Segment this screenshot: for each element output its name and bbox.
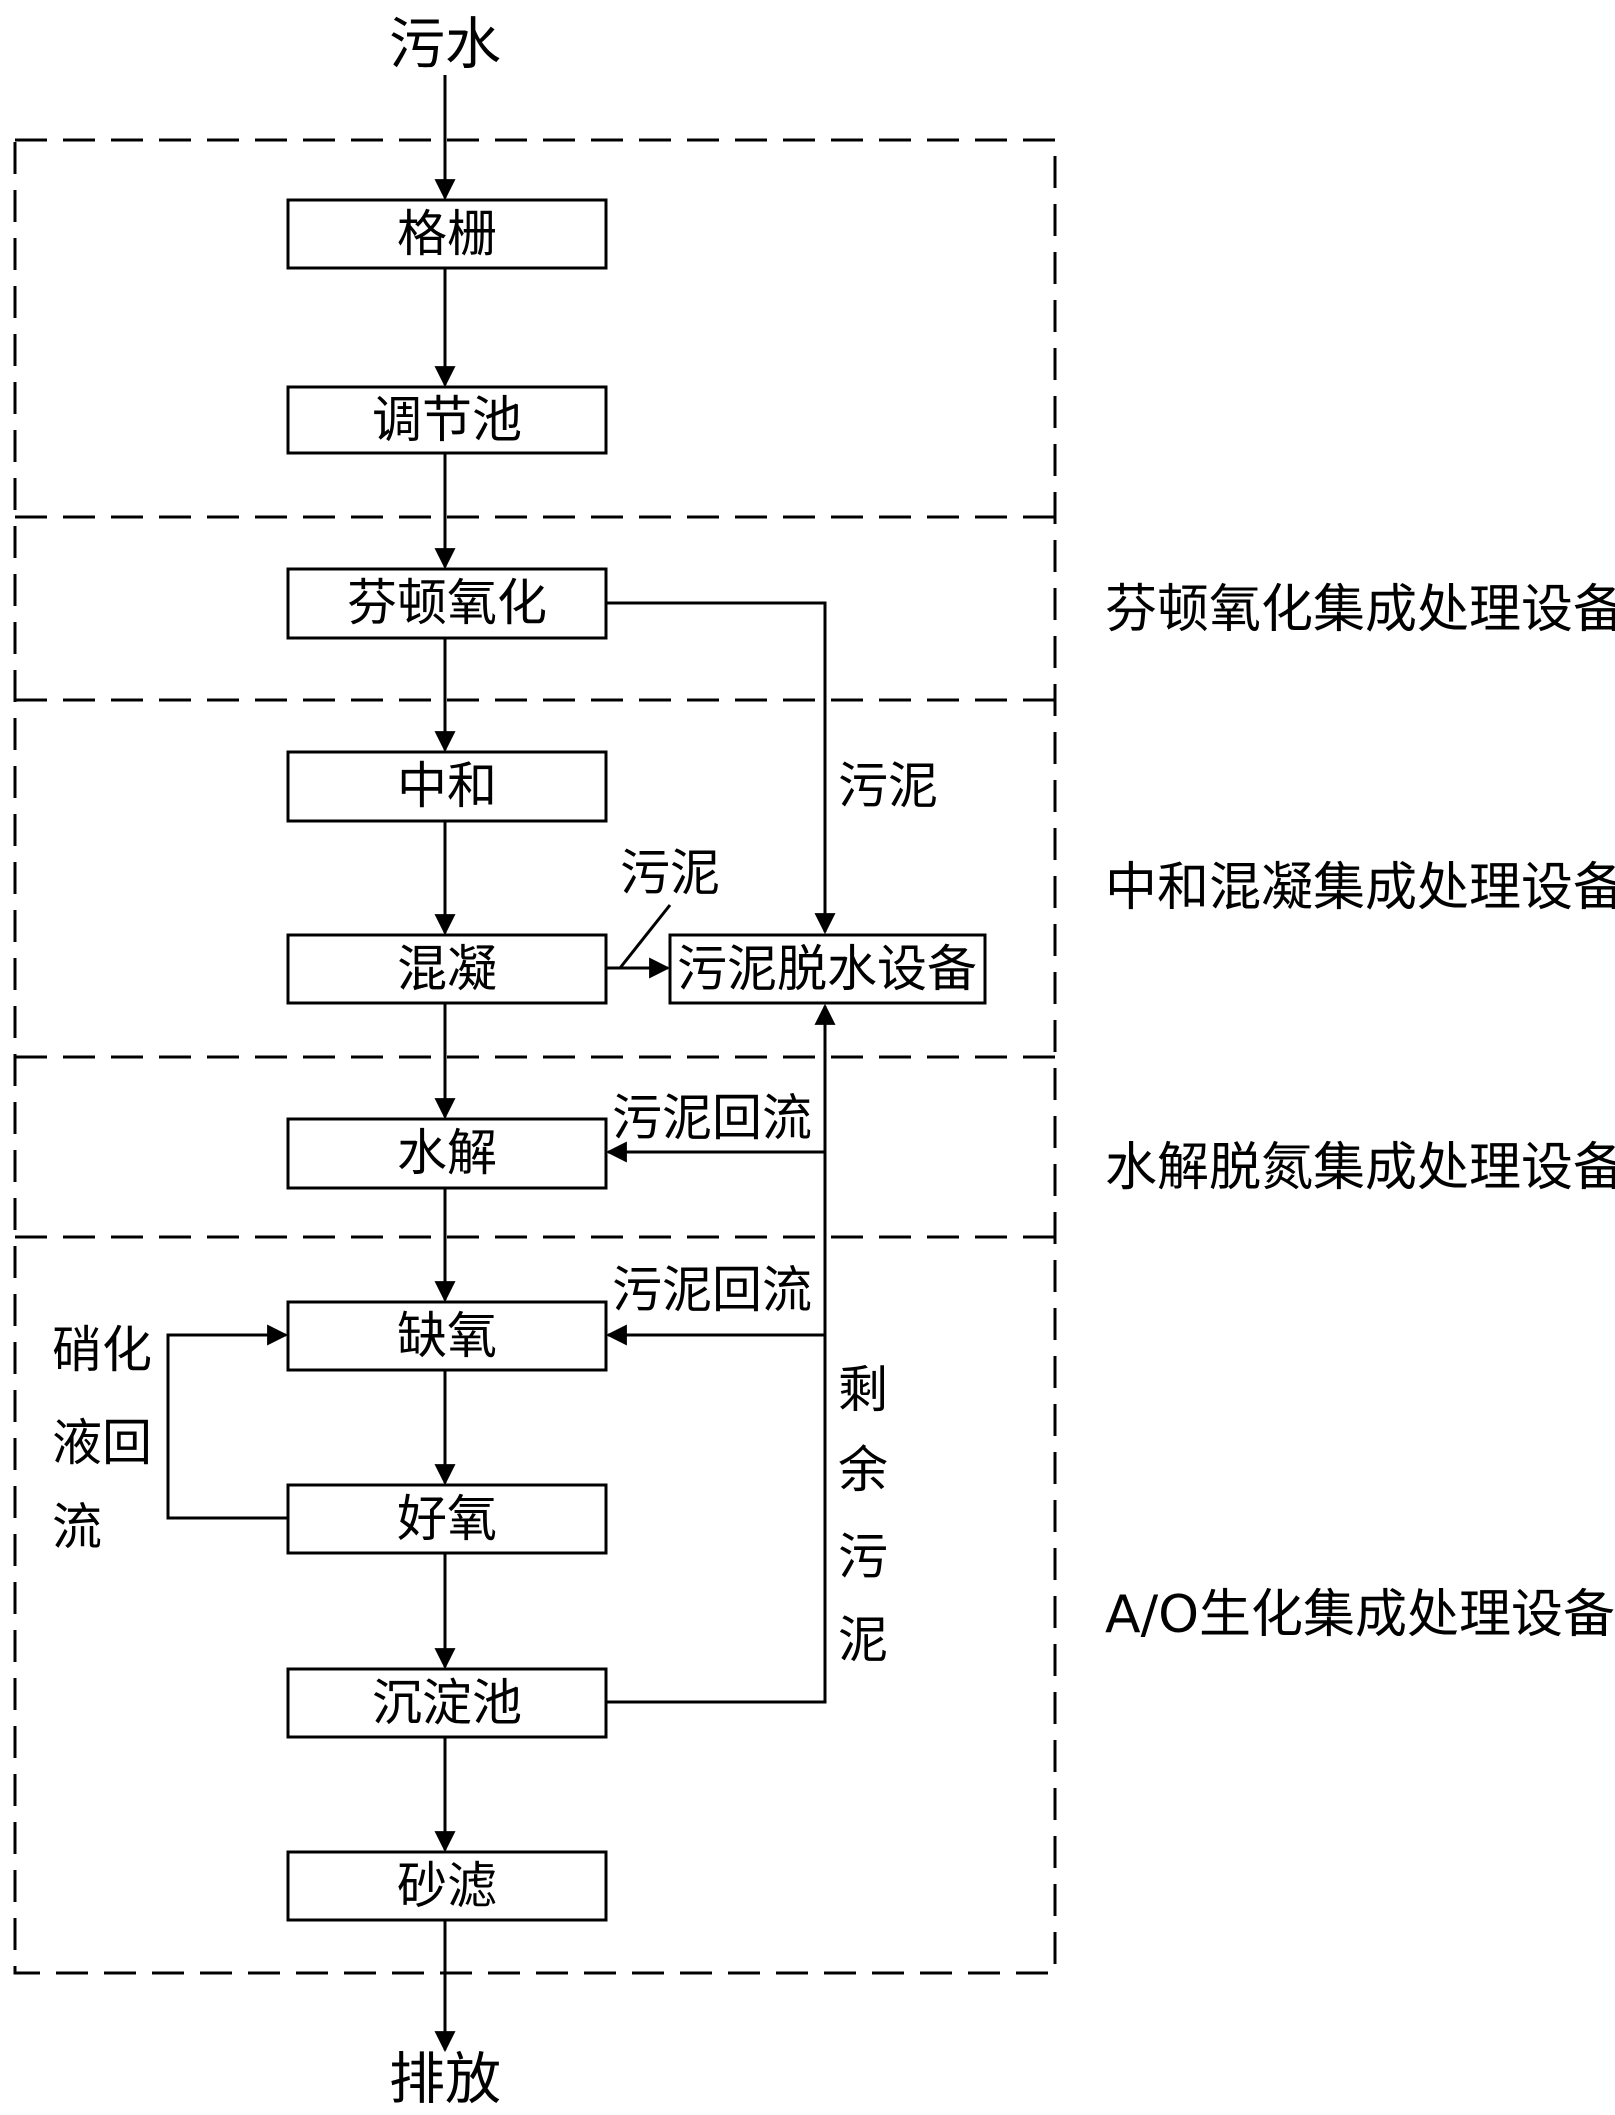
process-box-sand-filter: 砂滤	[286, 1850, 608, 1922]
connector-fenton-sludge	[606, 601, 836, 935]
box-label-dewatering: 污泥脱水设备	[677, 940, 977, 998]
box-label-neutralization: 中和	[397, 757, 497, 815]
nitrate-return-line-2: 液回	[52, 1414, 152, 1472]
box-label-aerobic: 好氧	[397, 1490, 497, 1548]
connector-excess-sludge	[606, 1003, 836, 1704]
box-label-fenton: 芬顿氧化	[347, 574, 547, 632]
process-box-anoxic: 缺氧	[286, 1300, 608, 1372]
section-label-ao: A/O生化集成处理设备	[1105, 1585, 1615, 1645]
output-label: 排放	[389, 2048, 501, 2113]
box-label-sand-filter: 砂滤	[397, 1857, 497, 1915]
process-box-fenton: 芬顿氧化	[286, 567, 608, 640]
section-label-neutral-coag: 中和混凝集成处理设备	[1105, 858, 1615, 918]
excess-sludge-char-3: 污	[838, 1528, 888, 1586]
box-label-coagulation: 混凝	[397, 940, 497, 998]
process-box-regulating-tank: 调节池	[286, 385, 608, 455]
frame-outer	[13, 138, 1057, 1975]
process-box-hydrolysis: 水解	[286, 1117, 608, 1190]
side-flow-connectors	[166, 601, 836, 1704]
input-label: 污水	[389, 13, 501, 78]
process-box-grille: 格栅	[286, 198, 608, 270]
flow-label-return-hydrolysis: 污泥回流	[612, 1089, 812, 1147]
process-box-aerobic: 好氧	[286, 1483, 608, 1555]
box-label-anoxic: 缺氧	[397, 1307, 497, 1365]
excess-sludge-char-2: 余	[838, 1441, 888, 1499]
nitrate-return-line-3: 流	[52, 1498, 102, 1556]
flow-label-sludge-fenton: 污泥	[838, 757, 938, 815]
flow-label-return-anoxic: 污泥回流	[612, 1261, 812, 1319]
excess-sludge-char-1: 剩	[838, 1361, 888, 1419]
box-label-regulating-tank: 调节池	[372, 391, 522, 449]
section-frames	[13, 138, 1057, 1975]
section-label-hydrolysis: 水解脱氮集成处理设备	[1105, 1138, 1615, 1198]
process-box-neutralization: 中和	[286, 750, 608, 823]
flow-label-nitrate-return: 硝化 液回 流	[52, 1321, 152, 1556]
process-box-sedimentation: 沉淀池	[286, 1667, 608, 1739]
box-label-grille: 格栅	[397, 205, 497, 263]
flow-label-excess-sludge: 剩 余 污 泥	[838, 1361, 888, 1669]
box-label-sedimentation: 沉淀池	[372, 1674, 522, 1732]
process-box-coagulation: 混凝	[286, 933, 608, 1005]
nitrate-return-line-1: 硝化	[52, 1321, 152, 1379]
excess-sludge-char-4: 泥	[838, 1611, 888, 1669]
box-label-hydrolysis: 水解	[397, 1124, 497, 1182]
connector-nitrate-return	[166, 1324, 289, 1520]
connector-coag-sludge-leader	[618, 904, 672, 969]
flow-label-sludge-coag: 污泥	[620, 844, 720, 902]
section-label-fenton: 芬顿氧化集成处理设备	[1105, 580, 1615, 640]
process-box-dewatering: 污泥脱水设备	[668, 933, 987, 1005]
